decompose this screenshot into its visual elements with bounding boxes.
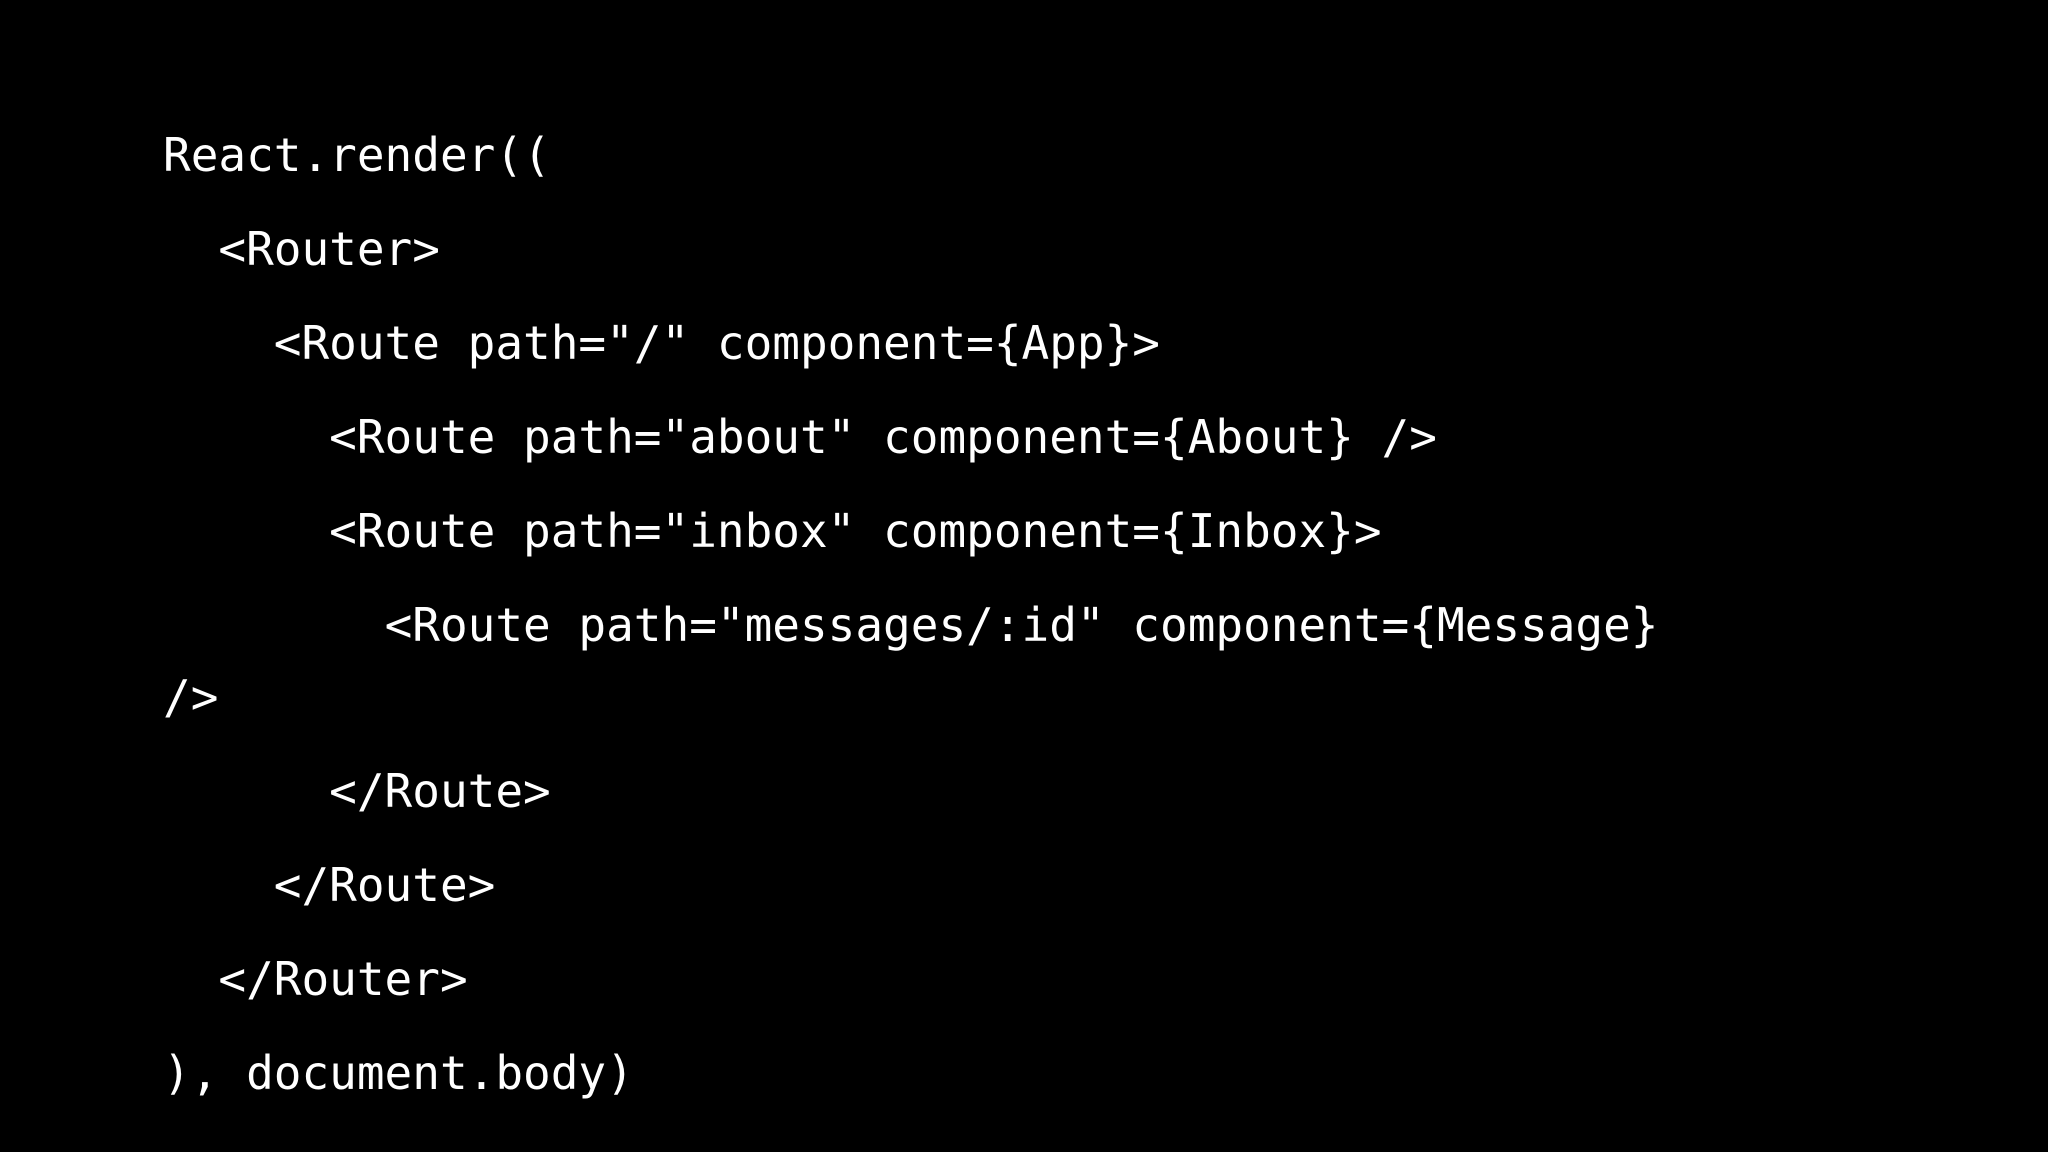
code-line: React.render((	[163, 128, 551, 182]
code-line: <Router>	[163, 222, 440, 276]
code-line: <Route path="about" component={About} />	[163, 410, 1437, 464]
code-line: </Router>	[163, 952, 468, 1006]
code-content: React.render(( <Router> <Route path="/" …	[163, 108, 1723, 1120]
code-line: <Route path="messages/:id" component={Me…	[163, 598, 1687, 724]
code-line: <Route path="/" component={App}>	[163, 316, 1160, 370]
code-line: </Route>	[163, 858, 496, 912]
code-line: <Route path="inbox" component={Inbox}>	[163, 504, 1382, 558]
code-block: React.render(( <Router> <Route path="/" …	[163, 108, 1723, 1120]
code-line: </Route>	[163, 764, 551, 818]
code-line: ), document.body)	[163, 1046, 634, 1100]
